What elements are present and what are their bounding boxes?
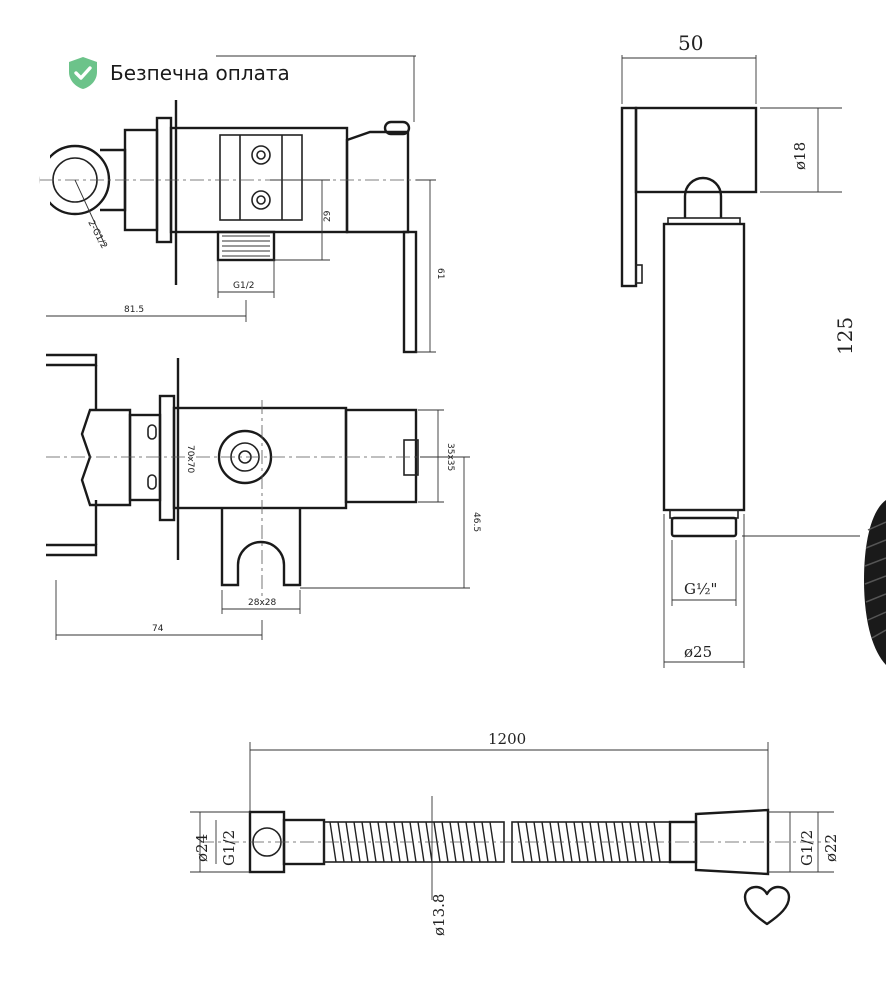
dim-holder-size: 28x28	[248, 598, 277, 608]
dim-valve-height-small: 29	[323, 210, 333, 222]
sprayer-holder-head	[634, 106, 758, 194]
dim-valve-height: 61	[435, 268, 445, 279]
favorite-button[interactable]	[740, 882, 794, 930]
secure-payment-text: Безпечна оплата	[110, 61, 290, 85]
valve-side-view: 2-G1/2 29 61 G1/2 81.5	[39, 55, 445, 354]
dim-sprayer-diameter: ø25	[684, 643, 712, 661]
dim-sprayer-thread: G½"	[684, 580, 717, 598]
valve-front-handle	[344, 408, 418, 504]
dim-hose-diameter-right: ø22	[822, 834, 840, 862]
dim-top-width: 50	[678, 31, 703, 55]
hose-view: 1200 ø24 G1/2 ø13.8 G1/2 ø22	[190, 730, 840, 936]
hose-right-cone	[694, 808, 770, 876]
valve-front-holder	[220, 508, 302, 587]
sprayer-wall-plate	[620, 106, 638, 288]
shield-check-icon	[69, 57, 97, 89]
secure-payment-badge: Безпечна оплата	[66, 54, 290, 92]
dim-hose-length: 1200	[488, 730, 526, 748]
dim-holder-height: 46.5	[471, 512, 481, 532]
sprayer-body	[662, 222, 746, 512]
valve-thread-stub	[216, 230, 276, 262]
dim-hose-thread-right: G1/2	[798, 830, 816, 866]
valve-front-hex	[80, 408, 132, 507]
valve-front-body	[172, 406, 348, 510]
dim-plate-size: 70x70	[185, 445, 195, 474]
dim-hose-thread-left: G1/2	[220, 830, 238, 866]
heart-icon	[743, 885, 791, 926]
dim-valve-thread-label: 2-G1/2	[85, 219, 108, 251]
valve-lever	[402, 230, 418, 354]
dim-hose-diameter-body: ø13.8	[430, 894, 448, 936]
valve-lever-base	[345, 130, 410, 234]
dim-valve-length: 81.5	[124, 305, 144, 315]
dim-valve-thread-bottom: G1/2	[233, 281, 254, 291]
valve-front-view: 70x70 35x35 46.5 28x28 74	[46, 353, 481, 640]
sprayer-view: 50 ø18 125 G½" ø25	[620, 31, 886, 668]
dim-holder-diameter: ø18	[791, 142, 809, 170]
dim-hose-diameter-left: ø24	[193, 834, 211, 862]
sprayer-thread-end	[670, 516, 738, 538]
dim-front-length: 74	[152, 624, 164, 634]
dim-sprayer-length: 125	[833, 317, 857, 355]
hose-photo-fragment	[864, 500, 886, 665]
